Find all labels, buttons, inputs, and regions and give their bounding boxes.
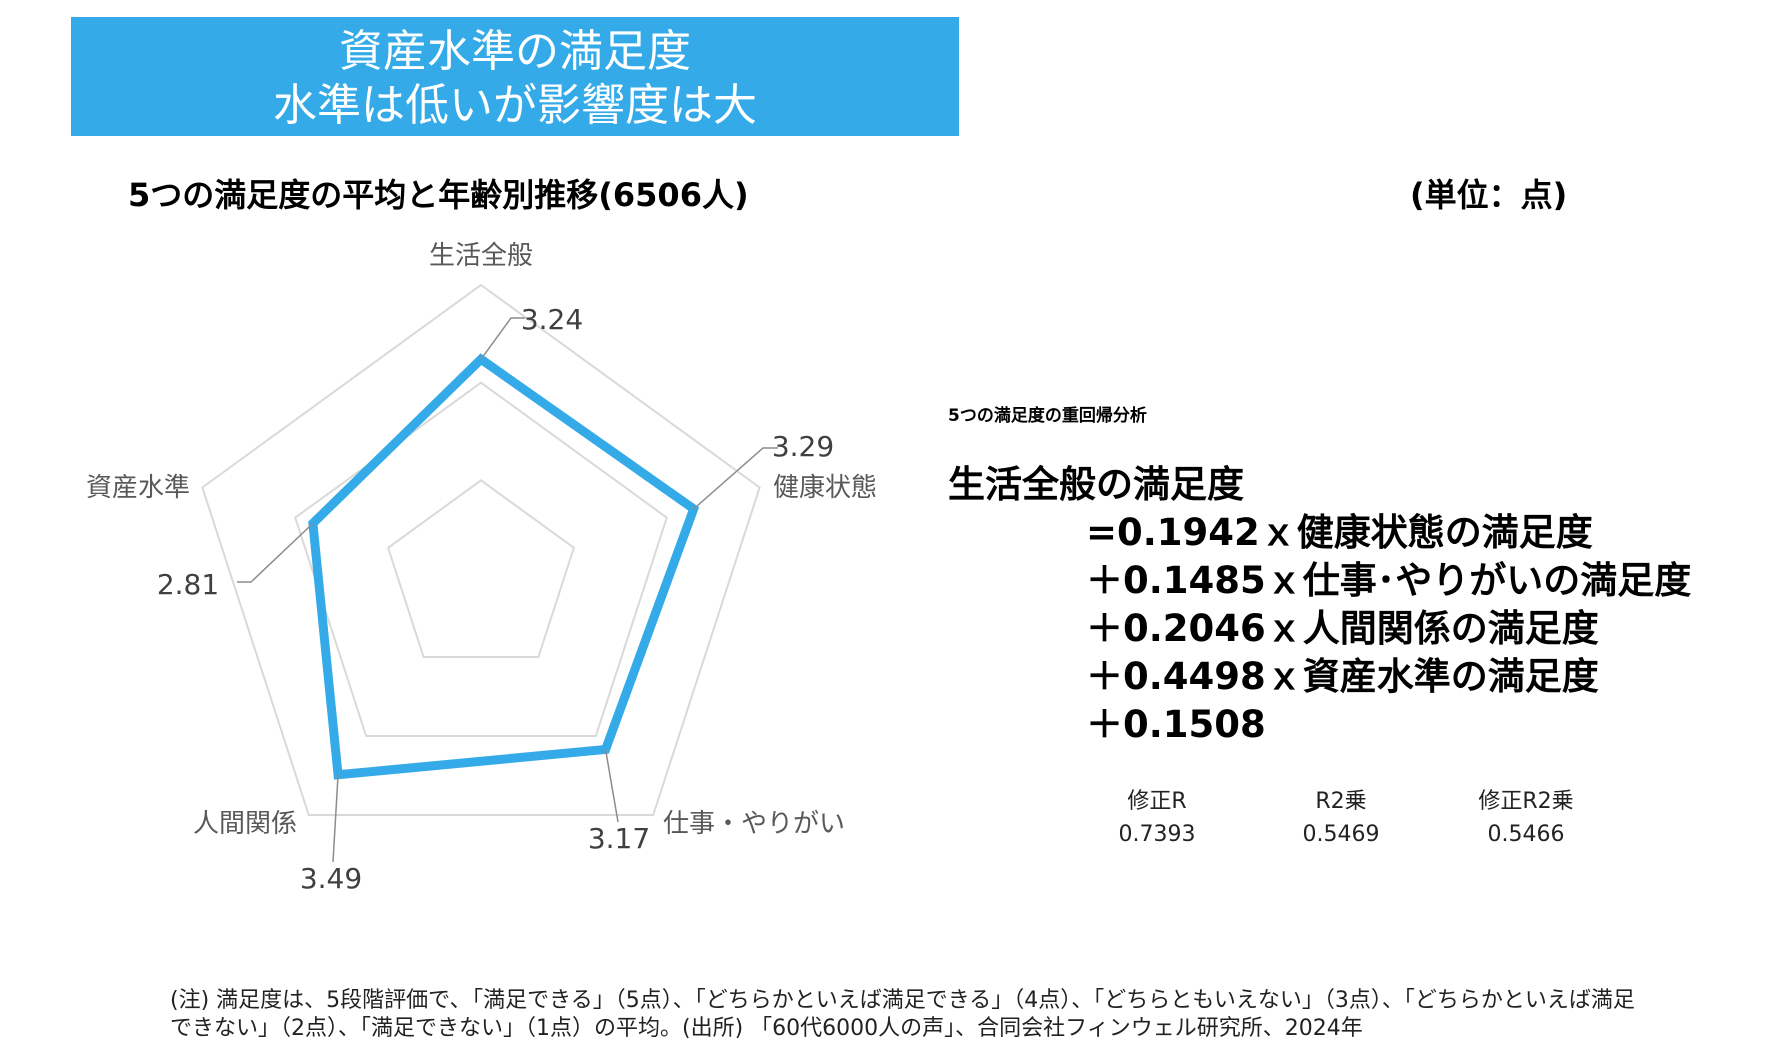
data-label: 3.49 — [300, 862, 362, 895]
data-label: 3.24 — [521, 303, 583, 336]
banner-line-1: 資産水準の満足度 — [339, 26, 691, 77]
category-label: 資産水準 — [86, 473, 190, 503]
leader-line — [480, 317, 525, 360]
category-label: 仕事・やりがい — [663, 809, 845, 839]
data-label: 3.17 — [588, 822, 650, 855]
footnote-line-1: (注) 満足度は、5段階評価で､「満足できる」（5点）、「どちらかといえば満足で… — [170, 988, 1635, 1013]
banner-line-2: 水準は低いが影響度は大 — [273, 80, 757, 131]
leader-line — [332, 774, 339, 863]
leader-line — [604, 749, 619, 823]
category-label: 人間関係 — [193, 809, 297, 839]
regression-term-4: ＋0.4498ｘ資産水準の満足度 — [1086, 655, 1599, 698]
title-banner: 資産水準の満足度 水準は低いが影響度は大 — [71, 17, 959, 136]
data-label: 2.81 — [157, 568, 219, 601]
regression-term-2: ＋0.1485ｘ仕事･やりがいの満足度 — [1086, 559, 1692, 602]
grid-ring — [294, 381, 668, 738]
footnote: (注) 満足度は、5段階評価で､「満足できる」（5点）、「どちらかといえば満足で… — [170, 987, 1670, 1043]
unit-label: (単位：点) — [1410, 176, 1568, 214]
leader-line — [693, 447, 778, 510]
data-label: 3.29 — [772, 430, 834, 463]
footnote-line-2: できない」（2点）、「満足できない」（1点）の平均。(出所) 「60代6000人… — [170, 1016, 1363, 1041]
stat-label-adjusted-r: 修正R — [1127, 789, 1187, 814]
stat-label-r2: R2乗 — [1315, 789, 1367, 814]
stat-value-adjusted-r2: 0.5466 — [1487, 822, 1565, 847]
regression-term-3: ＋0.2046ｘ人間関係の満足度 — [1086, 607, 1599, 650]
category-label: 生活全般 — [429, 241, 533, 271]
regression-term-1: =0.1942ｘ健康状態の満足度 — [1086, 511, 1593, 554]
stat-value-adjusted-r: 0.7393 — [1118, 822, 1196, 847]
regression-title: 5つの満足度の重回帰分析 — [948, 406, 1147, 426]
regression-lhs: 生活全般の満足度 — [948, 463, 1244, 506]
grid-ring — [201, 283, 761, 817]
stat-value-r2: 0.5469 — [1302, 822, 1380, 847]
data-polygon — [308, 353, 700, 780]
stat-label-adjusted-r2: 修正R2乗 — [1478, 789, 1574, 814]
grid-ring — [386, 479, 576, 659]
category-label: 健康状態 — [773, 473, 877, 503]
leader-line — [237, 522, 314, 583]
regression-term-5: ＋0.1508 — [1086, 703, 1266, 746]
chart-title: 5つの満足度の平均と年齢別推移(6506人) — [128, 176, 749, 214]
